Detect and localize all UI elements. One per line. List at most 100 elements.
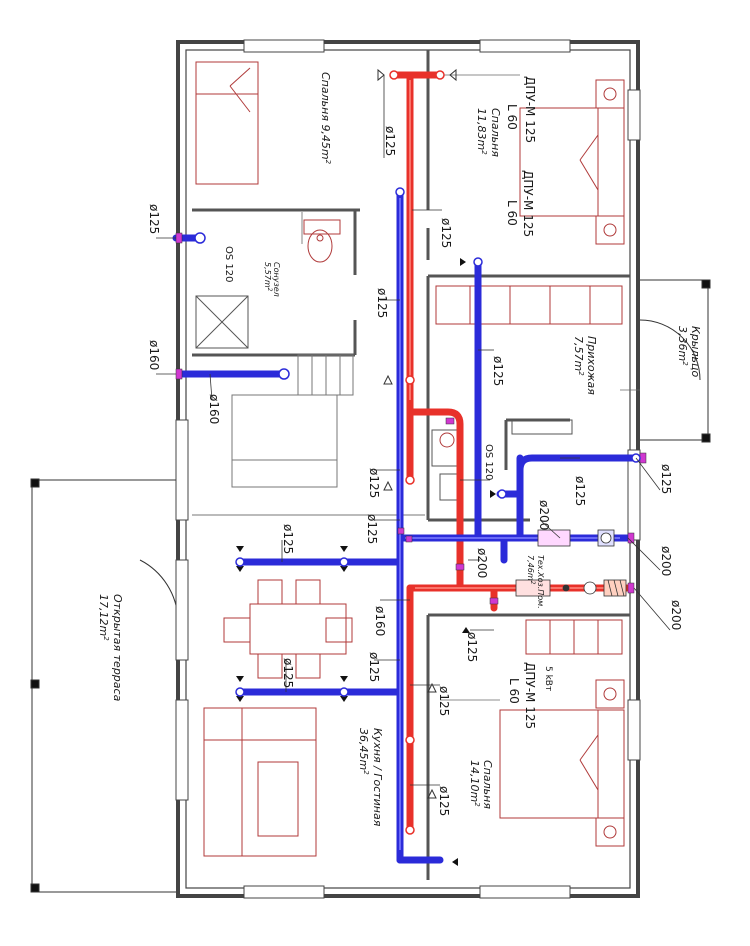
leader-lines — [156, 75, 671, 786]
room-label-bedroom1: Спальня 9,45m2 — [319, 72, 332, 165]
svg-text:Спальня11,83m2: Спальня11,83m2 — [475, 108, 502, 157]
dining-set — [223, 579, 353, 679]
exhaust-silencer — [537, 529, 615, 547]
dia-label-bed3-supply-a: ø125 — [437, 686, 451, 716]
svg-text:ø125: ø125 — [281, 524, 295, 554]
dia-label-outdoor-200a: ø200 — [659, 546, 673, 576]
dia-label-tech-supply: ø200 — [475, 548, 489, 578]
svg-text:OS 120: OS 120 — [483, 444, 494, 480]
dia-label-main-supply-top: ø125 — [439, 218, 453, 248]
dia-label-outdoor-exhaust: ø125 — [659, 464, 673, 494]
svg-text:L 60: L 60 — [505, 200, 519, 226]
svg-text:ø200: ø200 — [659, 546, 673, 576]
label-l60-bedroom3: L 60 — [507, 678, 521, 704]
terminal-diffusers — [236, 258, 496, 866]
svg-text:ø200: ø200 — [475, 548, 489, 578]
svg-text:ДПУ-М 125: ДПУ-М 125 — [523, 662, 537, 729]
dia-label-living-exhaust: ø125 — [281, 658, 295, 688]
svg-text:5 kВт: 5 kВт — [543, 666, 553, 691]
svg-text:ø125: ø125 — [147, 204, 161, 234]
svg-text:ø200: ø200 — [669, 600, 683, 630]
valve-markers — [194, 187, 641, 697]
sofa — [203, 707, 317, 857]
room-label-kitchen: Кухня / Гостиная36,45m2 — [357, 728, 384, 827]
shower — [195, 295, 249, 349]
dia-label-tech-os: ø125 — [573, 476, 587, 506]
svg-text:Кухня / Гостиная36,45m2: Кухня / Гостиная36,45m2 — [357, 728, 384, 827]
svg-text:ø125: ø125 — [367, 652, 381, 682]
dia-label-bed3-supply-b: ø125 — [437, 786, 451, 816]
svg-text:ø125: ø125 — [659, 464, 673, 494]
svg-text:ДПУ-М 125: ДПУ-М 125 — [521, 170, 535, 237]
interior-walls — [192, 50, 630, 880]
dia-label-bath-exhaust: ø125 — [147, 204, 161, 234]
svg-text:ø125: ø125 — [367, 468, 381, 498]
svg-text:Спальня 9,45m2: Спальня 9,45m2 — [319, 72, 332, 165]
dia-label-exhaust-branch2: ø125 — [367, 652, 381, 682]
svg-text:Открытая терраса17,12m2: Открытая терраса17,12m2 — [97, 594, 124, 702]
room-label-porch: Крыльцо3,36m2 — [676, 326, 702, 377]
dia-label-shower-exhaust: ø160 — [147, 340, 161, 370]
dia-label-hall-exhaust: ø125 — [491, 356, 505, 386]
svg-text:Крыльцо3,36m2: Крыльцо3,36m2 — [676, 326, 702, 377]
svg-text:ø200: ø200 — [537, 500, 551, 530]
exhaust-duct-network — [172, 188, 640, 864]
exhaust-duct-highlight — [399, 198, 620, 850]
svg-text:L 60: L 60 — [505, 104, 519, 130]
bed-bedroom2 — [519, 79, 625, 245]
terminal-open — [377, 68, 457, 799]
label-dpu-bedroom2: ДПУ-М 125 — [523, 76, 537, 143]
svg-text:ø125: ø125 — [375, 288, 389, 318]
dia-label-bed2-supply: ø125 — [383, 126, 397, 156]
svg-text:ø125: ø125 — [491, 356, 505, 386]
room-label-terrace: Открытая терраса17,12m2 — [97, 594, 124, 702]
svg-text:OS 120: OS 120 — [223, 246, 234, 282]
svg-text:ø125: ø125 — [365, 514, 379, 544]
dia-label-tech-exhaust: ø200 — [537, 500, 551, 530]
label-dpu-bedroom3: ДПУ-М 125 — [523, 662, 537, 729]
svg-text:ø125: ø125 — [281, 658, 295, 688]
dia-label-outdoor-200b: ø200 — [669, 600, 683, 630]
label-dpu-hall: ДПУ-М 125 — [521, 170, 535, 237]
toilet — [303, 219, 341, 263]
stair-structure — [192, 354, 425, 516]
supply-valve-markers — [389, 70, 445, 835]
label-os-tech: OS 120 — [483, 444, 494, 480]
room-label-bath: Сонузел5,57m2 — [263, 262, 281, 297]
svg-text:ø125: ø125 — [439, 218, 453, 248]
label-heater: 5 kВт — [543, 666, 553, 691]
svg-text:L 60: L 60 — [507, 678, 521, 704]
label-os-bath: OS 120 — [223, 246, 234, 282]
bed-bedroom3 — [499, 679, 625, 847]
dia-label-dining-exhaust: ø125 — [281, 524, 295, 554]
dia-label-exhaust-branch1: ø125 — [365, 514, 379, 544]
label-l60-hall: L 60 — [505, 200, 519, 226]
dia-label-main-160: ø160 — [373, 606, 387, 636]
svg-text:ø125: ø125 — [573, 476, 587, 506]
svg-text:Тех.Хоз.Пом.7,46m2: Тех.Хоз.Пом.7,46m2 — [526, 555, 545, 609]
svg-text:ø160: ø160 — [207, 394, 221, 424]
svg-text:ø125: ø125 — [465, 632, 479, 662]
svg-text:ø125: ø125 — [437, 686, 451, 716]
svg-text:ø160: ø160 — [373, 606, 387, 636]
svg-text:Прихожая7,57m2: Прихожая7,57m2 — [572, 336, 598, 395]
room-label-bedroom2: Спальня11,83m2 — [475, 108, 502, 157]
room-label-tech: Тех.Хоз.Пом.7,46m2 — [526, 555, 545, 609]
dia-label-exhaust-mid: ø125 — [367, 468, 381, 498]
svg-text:Спальня14,10m2: Спальня14,10m2 — [468, 760, 494, 809]
svg-text:ДПУ-М 125: ДПУ-М 125 — [523, 76, 537, 143]
dia-label-heater-branch: ø125 — [465, 632, 479, 662]
dia-label-main-exhaust-top: ø125 — [375, 288, 389, 318]
dia-label-shower-branch: ø160 — [207, 394, 221, 424]
label-l60-bedroom2: L 60 — [505, 104, 519, 130]
room-label-hall: Прихожая7,57m2 — [572, 336, 598, 395]
room-label-bedroom3: Спальня14,10m2 — [468, 760, 494, 809]
svg-text:Сонузел5,57m2: Сонузел5,57m2 — [263, 262, 281, 297]
supply-silencer — [515, 579, 627, 597]
terrace-outline — [30, 478, 179, 893]
fittings — [175, 232, 647, 605]
wardrobe-bedroom3 — [525, 619, 623, 655]
svg-text:ø125: ø125 — [437, 786, 451, 816]
bed-bedroom1 — [195, 61, 259, 185]
